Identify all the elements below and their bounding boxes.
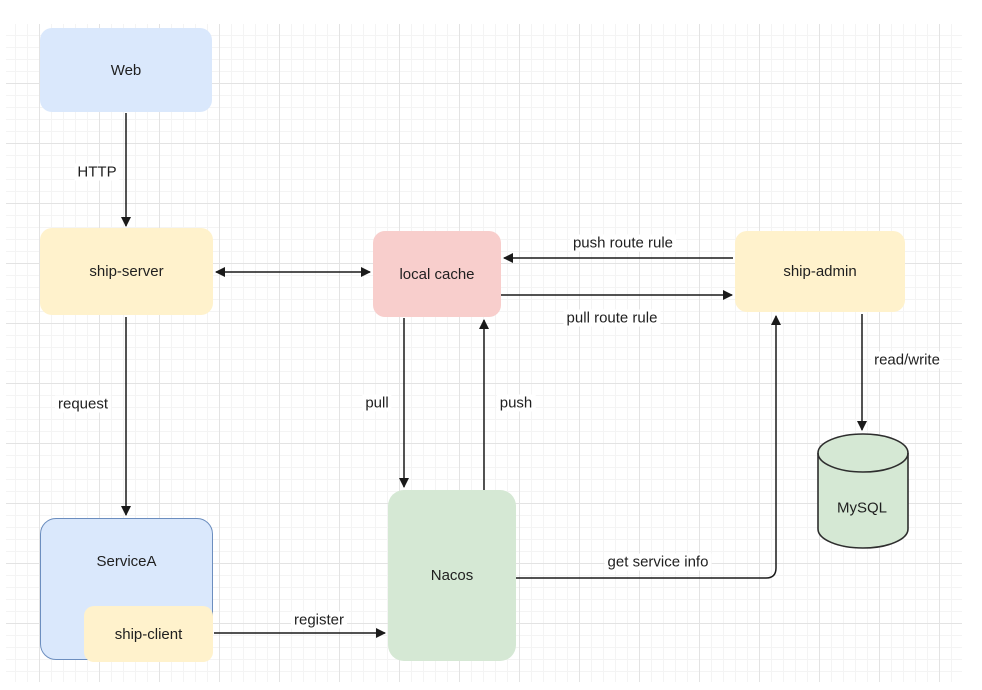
edge-label-pull-route-rule: pull route rule [563, 309, 661, 327]
node-local-cache-label: local cache [399, 265, 475, 283]
node-ship-server-label: ship-server [89, 263, 164, 280]
edge-label-push: push [496, 394, 536, 412]
node-ship-admin: ship-admin [735, 231, 905, 312]
edge-label-request: request [54, 395, 112, 413]
edge-label-push-route-rule: push route rule [569, 234, 677, 252]
node-ship-client-label: ship-client [114, 625, 183, 643]
edge-label-pull: pull [362, 394, 392, 412]
node-service-a-label: ServiceA [96, 553, 157, 570]
node-web: Web [40, 28, 212, 112]
node-ship-admin-label: ship-admin [783, 263, 857, 280]
node-web-label: Web [110, 61, 142, 79]
edge-get-service-info [516, 315, 781, 579]
edge-label-get-service-info: get service info [604, 553, 712, 571]
node-mysql-label: MySQL [836, 499, 888, 517]
node-ship-client: ship-client [84, 606, 213, 662]
mysql-cylinder-shape [817, 433, 909, 549]
edge-label-http: HTTP [74, 163, 120, 181]
edge-label-read-write: read/write [871, 351, 943, 369]
node-nacos-label: Nacos [430, 567, 474, 584]
node-local-cache: local cache [373, 231, 501, 317]
node-ship-server: ship-server [40, 228, 213, 315]
edge-label-register: register [290, 611, 348, 629]
node-nacos: Nacos [388, 490, 516, 661]
